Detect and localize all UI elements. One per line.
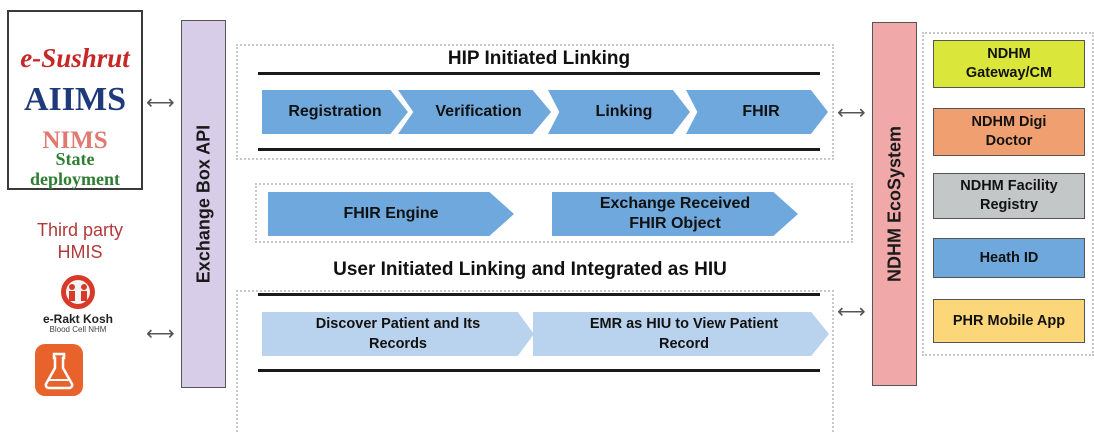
fhir-engine-block: FHIR Engine [268, 192, 514, 236]
ndhm-ecosystem-label: NDHM EcoSystem [884, 125, 904, 283]
hip-title: HIP Initiated Linking [447, 48, 631, 69]
lab-flask-icon [35, 344, 83, 396]
box-label: NDHM Gateway/CM [966, 45, 1052, 83]
aiims-logo-text: AIIMS [23, 81, 127, 118]
emr-hiu-block: EMR as HIU to View Patient Record [533, 312, 829, 356]
step-label: Linking [595, 103, 653, 120]
fhir-engine-label: FHIR Engine [343, 205, 439, 222]
label-line: Record [659, 336, 709, 352]
label-line: Discover Patient and Its [315, 316, 481, 332]
step-fhir: FHIR [686, 90, 828, 134]
state-deployment-text: State deployment [9, 149, 141, 189]
e-rakt-kosh-name: e-Rakt Kosh [42, 312, 113, 326]
phr-mobile-app-box: PHR Mobile App [933, 299, 1085, 343]
label-line: EMR as HIU to View Patient [589, 316, 779, 332]
discover-patient-block: Discover Patient and Its Records [262, 312, 534, 356]
bidirectional-arrow-icon: ⟷ [146, 323, 175, 345]
e-sushrut-logo-text: e-Sushrut [20, 43, 130, 73]
divider-line [258, 148, 820, 151]
fhir-engine-panel [255, 183, 853, 243]
box-label: PHR Mobile App [952, 312, 1066, 329]
step-label: FHIR [742, 103, 780, 120]
hip-linking-panel [236, 44, 834, 160]
label-line: NDHM [987, 46, 1031, 62]
discover-patient-label: Discover Patient and Its Records [316, 314, 480, 354]
bidirectional-arrow-icon: ⟷ [837, 102, 866, 124]
label-line: NDHM Digi [971, 114, 1047, 130]
label-line: Registry [979, 197, 1039, 213]
state-label: State [55, 149, 95, 169]
bidirectional-arrow-icon: ⟷ [837, 301, 866, 323]
label-line: FHIR Object [629, 215, 721, 232]
box-label: NDHM Facility Registry [960, 177, 1058, 215]
label-line: Exchange Received [599, 195, 751, 212]
e-rakt-kosh-logo-icon [61, 275, 95, 309]
label-line: Records [368, 336, 427, 352]
exchange-received-label: Exchange Received FHIR Object [600, 194, 750, 234]
box-label: NDHM Digi Doctor [972, 113, 1047, 151]
bidirectional-arrow-icon: ⟷ [146, 92, 175, 114]
step-registration: Registration [262, 90, 408, 134]
step-label: Verification [435, 103, 522, 120]
user-linking-panel [236, 290, 834, 432]
label-line: Gateway/CM [965, 65, 1053, 81]
step-linking: Linking [548, 90, 690, 134]
divider-line [258, 293, 820, 296]
e-rakt-kosh-subtitle: Blood Cell NHM [49, 325, 107, 334]
ndhm-gateway-box: NDHM Gateway/CM [933, 40, 1085, 88]
deployment-label: deployment [30, 169, 120, 189]
exchange-box-api-bar: Exchange Box API [181, 20, 226, 388]
label-line: Doctor [985, 133, 1033, 149]
box-label: Heath ID [979, 249, 1039, 266]
nims-logo-text: NIMS [42, 127, 108, 154]
emr-hiu-label: EMR as HIU to View Patient Record [590, 314, 778, 354]
third-party-hmis-label: Third party HMIS [12, 219, 148, 263]
step-verification: Verification [398, 90, 551, 134]
exchange-received-block: Exchange Received FHIR Object [552, 192, 798, 236]
divider-line [258, 72, 820, 75]
divider-line [258, 369, 820, 372]
ndhm-digi-doctor-box: NDHM Digi Doctor [933, 108, 1085, 156]
third-party-line: Third party [36, 220, 124, 240]
step-label: Registration [288, 103, 382, 120]
ndhm-facility-registry-box: NDHM Facility Registry [933, 173, 1085, 219]
ndhm-ecosystem-bar: NDHM EcoSystem [872, 22, 917, 386]
hospital-logos-box: e-Sushrut AIIMS NIMS State deployment [7, 10, 143, 190]
exchange-box-api-label: Exchange Box API [193, 124, 213, 284]
label-line: NDHM Facility [960, 178, 1058, 194]
user-linking-title: User Initiated Linking and Integrated as… [333, 259, 727, 280]
health-id-box: Heath ID [933, 238, 1085, 278]
ndhm-services-panel [922, 32, 1094, 356]
hmis-line: HMIS [57, 242, 103, 262]
